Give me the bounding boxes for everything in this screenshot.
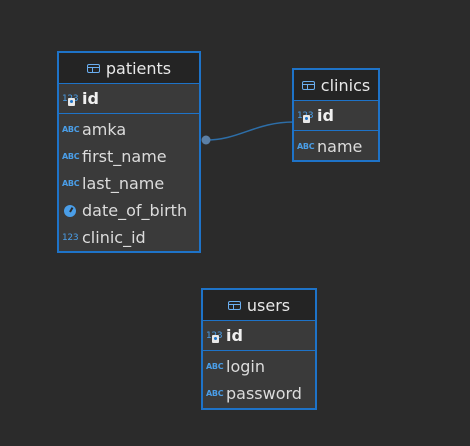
- attribute-row[interactable]: ABC last_name: [59, 170, 199, 197]
- attribute-row[interactable]: ABC password: [203, 380, 315, 407]
- attribute-name: last_name: [82, 174, 165, 193]
- text-type-icon: ABC: [62, 125, 80, 134]
- text-type-icon: ABC: [297, 142, 315, 151]
- attribute-row[interactable]: 123 id: [294, 101, 378, 130]
- attribute-row[interactable]: date_of_birth: [59, 197, 199, 224]
- entity-patients[interactable]: patients 123 id ABC amka ABC first_name …: [57, 51, 201, 253]
- attribute-row[interactable]: 123 id: [59, 84, 199, 113]
- primary-key-section: 123 id: [294, 101, 378, 131]
- attribute-name: id: [226, 326, 243, 345]
- attribute-list: ABC amka ABC first_name ABC last_name da…: [59, 114, 199, 251]
- numeric-type-icon: 123: [62, 94, 80, 106]
- attribute-name: login: [226, 357, 265, 376]
- primary-key-section: 123 id: [59, 84, 199, 114]
- attribute-name: id: [317, 106, 334, 125]
- key-icon: [212, 334, 219, 343]
- attribute-name: date_of_birth: [82, 201, 188, 220]
- text-type-icon: ABC: [206, 362, 224, 371]
- attribute-name: first_name: [82, 147, 167, 166]
- attribute-row[interactable]: ABC login: [203, 353, 315, 380]
- entity-clinics[interactable]: clinics 123 id ABC name: [292, 68, 380, 162]
- relation-patients-clinics: [205, 121, 295, 141]
- entity-title: clinics: [320, 75, 371, 95]
- primary-key-section: 123 id: [203, 321, 315, 351]
- attribute-name: name: [317, 137, 363, 156]
- attribute-row[interactable]: 123 id: [203, 321, 315, 350]
- table-icon: [227, 300, 241, 310]
- table-icon: [301, 80, 315, 90]
- table-icon: [86, 63, 100, 73]
- text-type-icon: ABC: [62, 179, 80, 188]
- text-type-icon: ABC: [62, 152, 80, 161]
- attribute-row[interactable]: 123 clinic_id: [59, 224, 199, 251]
- attribute-name: password: [226, 384, 302, 403]
- entity-header[interactable]: clinics: [294, 70, 378, 101]
- attribute-list: ABC name: [294, 131, 378, 160]
- numeric-type-icon: 123: [62, 232, 79, 243]
- entity-header[interactable]: users: [203, 290, 315, 321]
- text-type-icon: ABC: [206, 389, 224, 398]
- key-icon: [68, 97, 75, 106]
- relation-endpoint-dot: [201, 135, 211, 145]
- attribute-row[interactable]: ABC name: [294, 133, 378, 160]
- clock-icon: [64, 204, 76, 217]
- key-icon: [303, 114, 310, 123]
- attribute-row[interactable]: ABC amka: [59, 116, 199, 143]
- attribute-list: ABC login ABC password: [203, 351, 315, 407]
- numeric-type-icon: 123: [206, 331, 224, 343]
- attribute-name: amka: [82, 120, 127, 139]
- attribute-name: clinic_id: [82, 228, 146, 247]
- entity-header[interactable]: patients: [59, 53, 199, 84]
- attribute-row[interactable]: ABC first_name: [59, 143, 199, 170]
- entity-title: patients: [105, 58, 172, 78]
- entity-title: users: [246, 295, 291, 315]
- entity-users[interactable]: users 123 id ABC login ABC password: [201, 288, 317, 410]
- numeric-type-icon: 123: [297, 111, 315, 123]
- attribute-name: id: [82, 89, 99, 108]
